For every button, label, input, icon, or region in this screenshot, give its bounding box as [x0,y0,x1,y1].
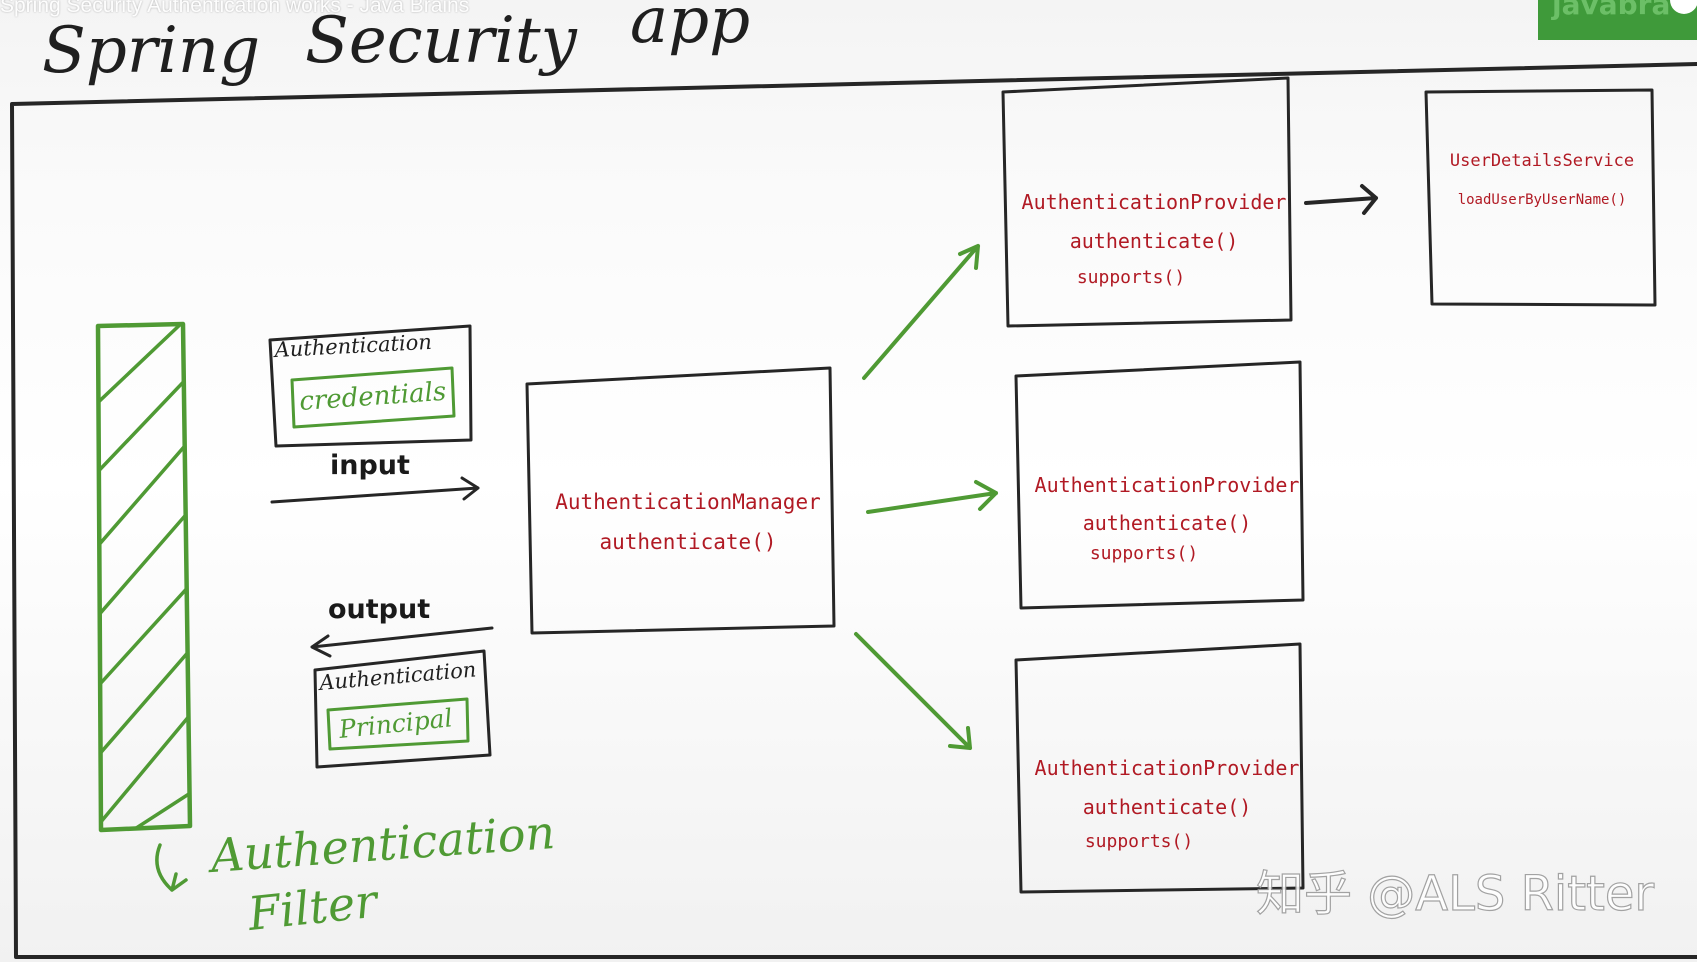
user-details-service-box: UserDetailsService loadUserByUserName() [1424,88,1657,307]
provider-1-method-supports: supports() [1077,267,1185,288]
manager-method: authenticate() [599,530,776,554]
output-authentication-object: Authentication Principal [313,649,492,769]
output-arrow-label: output [328,594,430,625]
watermark: 知乎 @ALS Ritter [1256,866,1654,922]
provider-3-method-supports: supports() [1085,831,1193,852]
manager-name: AuthenticationManager [555,490,821,514]
input-arrow-label: input [330,450,410,481]
app-boundary [10,62,1697,959]
authentication-provider-box-3: AuthenticationProvider authenticate() su… [1014,642,1305,894]
input-authentication-object: Authentication credentials [268,324,473,448]
input-object-type-label: Authentication [272,330,432,362]
provider-3-method-authenticate: authenticate() [1083,795,1252,819]
brand-badge: javabra [1538,0,1697,40]
manager-to-provider3-arrow [854,632,972,750]
manager-to-provider1-arrow [862,244,980,380]
provider-2-method-authenticate: authenticate() [1083,511,1252,535]
output-arrow [310,626,494,658]
manager-to-provider2-arrow [866,480,998,514]
close-icon[interactable] [1670,0,1697,14]
userdetails-method: loadUserByUserName() [1458,192,1627,208]
provider-to-userdetails-arrow [1304,184,1378,215]
provider-2-method-supports: supports() [1090,543,1198,564]
userdetails-name: UserDetailsService [1450,151,1634,171]
output-object-type-label: Authentication [316,657,477,695]
heading-security: Security [305,4,578,78]
filter-label-line1: Authentication [205,805,557,883]
svg-text:javabra: javabra [1551,0,1670,21]
provider-1-method-authenticate: authenticate() [1070,229,1239,253]
authentication-provider-box-1: AuthenticationProvider authenticate() su… [1001,76,1293,328]
authentication-filter-bar [95,321,193,833]
heading-app: app [630,0,750,58]
authentication-provider-box-2: AuthenticationProvider authenticate() su… [1014,360,1305,610]
filter-label-line2: Filter [245,873,383,941]
authentication-manager-box: AuthenticationManager authenticate() [525,366,836,635]
input-object-field-label: credentials [298,377,447,417]
provider-1-name: AuthenticationProvider [1022,190,1287,214]
provider-3-name: AuthenticationProvider [1035,756,1300,780]
provider-2-name: AuthenticationProvider [1035,473,1300,497]
video-title: Spring Security Authentication works - J… [0,0,470,17]
heading-spring: Spring [42,14,260,88]
input-arrow [270,476,480,504]
filter-label-pointer-icon [155,843,188,892]
